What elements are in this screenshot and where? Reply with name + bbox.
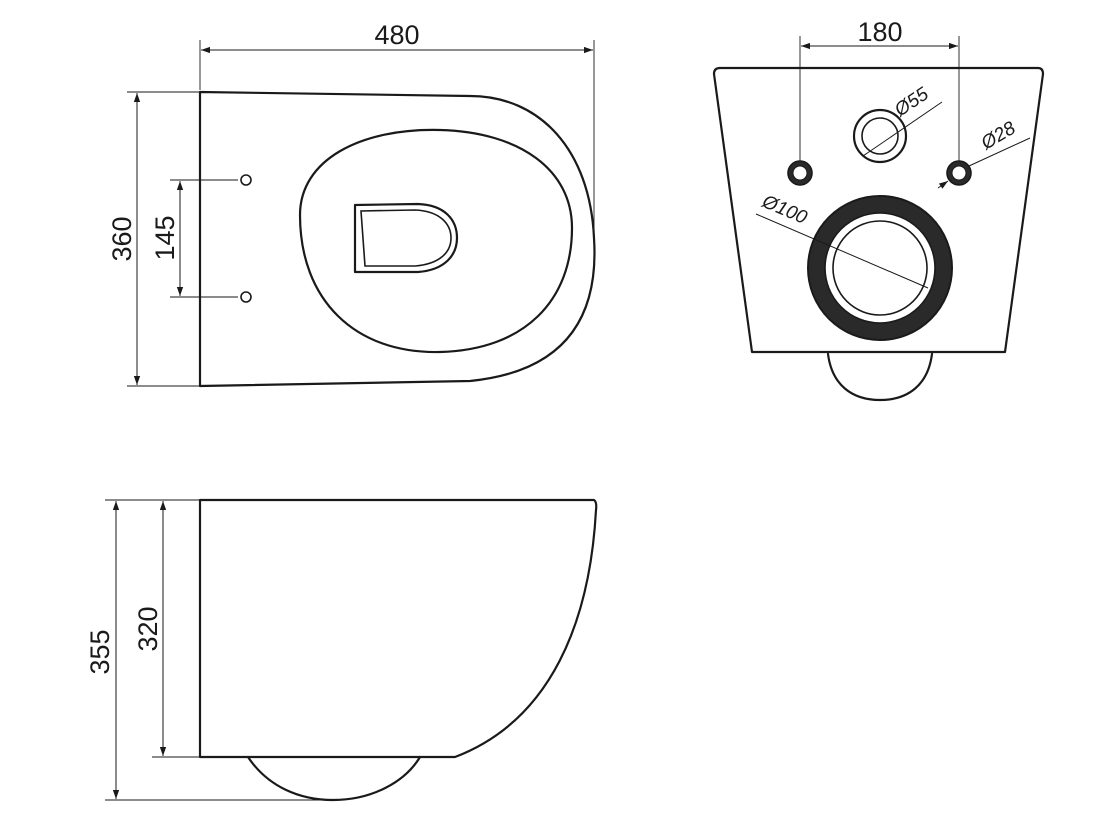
width-label: 480 xyxy=(374,20,419,50)
side-body-outline xyxy=(198,498,598,759)
bolt-hole-diameter-label: Ø28 xyxy=(977,118,1020,155)
top-view: 480 360 145 xyxy=(107,20,596,388)
rear-bowl-bulge xyxy=(826,352,934,402)
inlet-diameter-leader xyxy=(862,101,943,157)
outlet-inner xyxy=(824,212,936,324)
bowl-rim-inner xyxy=(298,128,574,354)
bolt-hole-left-inner xyxy=(792,165,808,181)
outlet-diameter-leader xyxy=(755,213,929,289)
mount-hole-upper xyxy=(240,174,252,186)
bowl-outline-top xyxy=(198,90,596,388)
body-height-label: 320 xyxy=(133,606,163,651)
side-bowl-bulge xyxy=(246,755,422,802)
rear-body-outline xyxy=(712,66,1045,354)
drain-opening-inner xyxy=(360,209,452,267)
rear-view: 180 Ø55 Ø28 Ø100 xyxy=(712,17,1045,402)
outlet-diameter-label: Ø100 xyxy=(758,191,810,229)
inlet-inner xyxy=(861,117,899,155)
bolt-hole-right-inner xyxy=(951,165,967,181)
bolt-hole-diameter-leader-ext xyxy=(968,137,1031,167)
total-height-label: 355 xyxy=(85,629,115,674)
depth-label: 360 xyxy=(107,216,137,261)
bolt-hole-diameter-leader xyxy=(937,180,949,189)
mount-hole-lower xyxy=(240,291,252,303)
bolt-spacing-label: 180 xyxy=(857,17,902,47)
drain-opening xyxy=(353,202,459,274)
outlet-innermost xyxy=(832,220,928,316)
inlet-outer xyxy=(852,108,908,164)
hole-spacing-label: 145 xyxy=(150,215,180,260)
side-view: 355 320 xyxy=(85,498,598,802)
